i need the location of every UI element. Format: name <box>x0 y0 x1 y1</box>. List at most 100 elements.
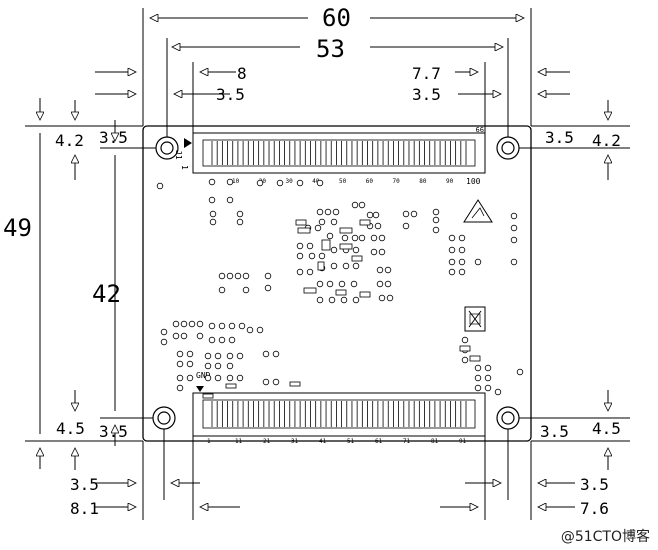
component-pad <box>384 266 392 274</box>
dim-hole-spacing-height: 42 <box>92 280 121 308</box>
smd-pad <box>469 355 481 362</box>
dim-overall-width: 60 <box>322 4 351 32</box>
component-pad <box>186 350 194 358</box>
dim-right-top-y: 4.2 <box>592 131 621 150</box>
component-pad <box>156 182 164 190</box>
smd-pad <box>339 243 353 250</box>
mounting-hole-top-right <box>496 136 520 160</box>
component-pad <box>458 268 466 276</box>
component-pad <box>410 210 418 218</box>
component-pad <box>341 234 349 242</box>
component-pad <box>188 320 196 328</box>
component-pad <box>306 242 314 250</box>
pin-number-label: 1 <box>207 438 211 445</box>
component-pad <box>218 286 226 294</box>
pin-number-label: 41 <box>319 438 327 445</box>
weee-recycle-icon <box>464 306 486 332</box>
component-pad <box>226 374 234 382</box>
component-pad <box>172 332 180 340</box>
component-pad <box>402 210 410 218</box>
component-pad <box>386 294 394 302</box>
component-pad <box>448 268 456 276</box>
component-pad <box>484 374 492 382</box>
smd-pad <box>339 227 353 234</box>
component-pad <box>214 362 222 370</box>
component-pad <box>186 360 194 368</box>
pcb-board <box>142 125 532 442</box>
extension-lines <box>25 8 630 520</box>
component-pad <box>432 226 440 234</box>
component-pad <box>246 326 254 334</box>
component-pad <box>272 378 280 386</box>
component-pad <box>262 350 270 358</box>
component-pad <box>308 252 316 260</box>
component-pad <box>208 322 216 330</box>
component-pad <box>176 374 184 382</box>
pin-number-label: 90 <box>446 178 454 185</box>
component-pad <box>296 268 304 276</box>
component-pad <box>214 352 222 360</box>
component-pad <box>204 374 212 382</box>
pin-number-label: 31 <box>291 438 299 445</box>
esd-warning-icon <box>463 199 493 223</box>
component-pad <box>376 280 384 288</box>
component-pad <box>316 280 324 288</box>
component-pad <box>296 252 304 260</box>
component-pad <box>236 374 244 382</box>
component-pad <box>218 322 226 330</box>
connector-top-first-pin: 1 <box>180 165 189 170</box>
component-pad <box>316 179 324 187</box>
component-pad <box>350 280 358 288</box>
pin-number-label: 51 <box>347 438 355 445</box>
component-pad <box>484 384 492 392</box>
smd-pad <box>225 383 237 389</box>
pin-number-label: 80 <box>419 178 427 185</box>
component-pad <box>510 236 518 244</box>
component-pad <box>461 356 469 364</box>
component-pad <box>256 179 264 187</box>
component-pad <box>378 294 386 302</box>
component-pad <box>209 210 217 218</box>
component-pad <box>242 272 250 280</box>
component-pad <box>296 179 304 187</box>
component-pad <box>474 258 482 266</box>
component-pad <box>340 296 348 304</box>
connector-bottom <box>192 386 486 437</box>
component-pad <box>378 248 386 256</box>
connector-top-last-pin: 100 <box>466 177 481 186</box>
pin-number-label: 40 <box>312 178 320 185</box>
component-pad <box>306 268 314 276</box>
pin-number-label: 21 <box>263 438 271 445</box>
component-pad <box>448 234 456 242</box>
smd-pad <box>359 219 371 226</box>
component-pad <box>176 360 184 368</box>
component-pad <box>332 208 340 216</box>
connector-top-pin-labels: 102030405060708090 <box>232 178 454 185</box>
component-pad <box>296 242 304 250</box>
component-pad <box>208 336 216 344</box>
dim-bottom-left-connector: 8.1 <box>70 499 99 518</box>
component-pad <box>196 320 204 328</box>
component-pad <box>510 212 518 220</box>
pin-number-label: 91 <box>459 438 467 445</box>
component-pad <box>218 336 226 344</box>
component-pad <box>351 201 359 209</box>
component-pad <box>458 234 466 242</box>
component-pad <box>172 320 180 328</box>
component-pad <box>358 234 366 242</box>
smd-pad <box>351 255 363 262</box>
component-footprints <box>156 178 524 399</box>
component-pad <box>372 211 380 219</box>
component-pad <box>432 216 440 224</box>
component-pad <box>208 196 216 204</box>
component-pad <box>494 388 502 396</box>
watermark: @51CTO博客 <box>560 529 650 545</box>
component-pad <box>316 208 324 216</box>
pin-number-label: 50 <box>339 178 347 185</box>
component-pad <box>448 246 456 254</box>
component-pad <box>316 296 324 304</box>
component-pad <box>272 350 280 358</box>
component-pad <box>432 208 440 216</box>
